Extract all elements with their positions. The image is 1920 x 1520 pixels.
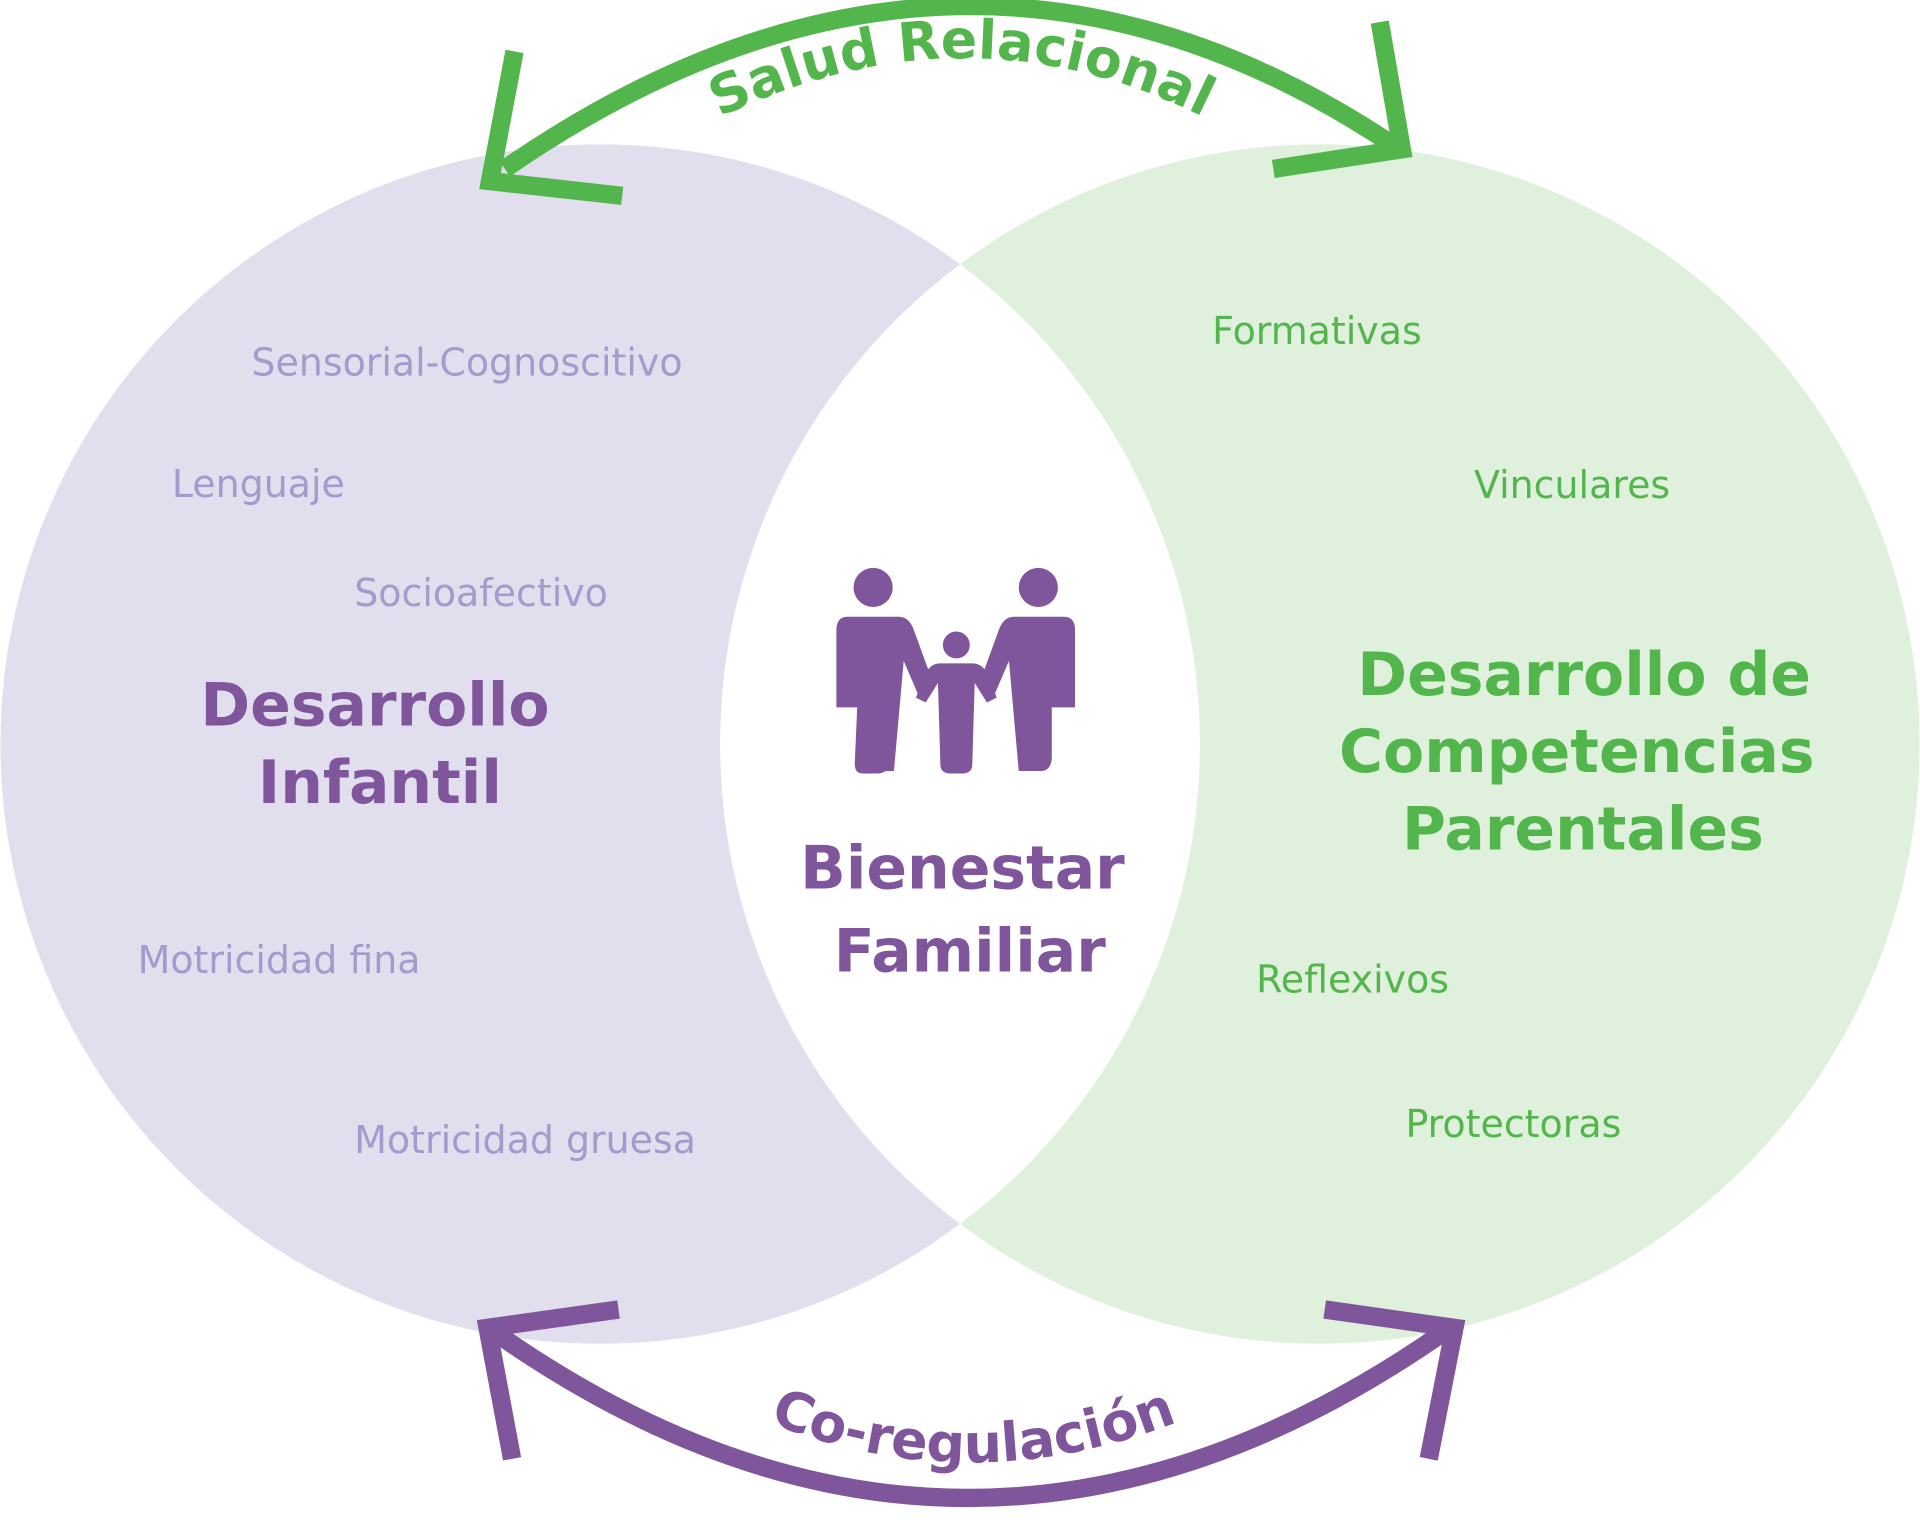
right-item: Formativas — [1212, 309, 1422, 353]
left-item: Motricidad gruesa — [354, 1118, 696, 1162]
left-item: Socioafectivo — [354, 571, 608, 615]
left-item: Motricidad fina — [138, 938, 421, 982]
salud-relacional-arrow — [479, 0, 1413, 205]
left-title-line2: Infantil — [258, 748, 502, 818]
right-item: Protectoras — [1405, 1102, 1621, 1146]
right-item: Reflexivos — [1256, 958, 1449, 1002]
left-item: Lenguaje — [172, 462, 345, 506]
right-title-line1: Desarrollo de — [1357, 640, 1811, 710]
co-regulacion-arrow — [476, 1300, 1466, 1508]
right-title-line2: Competencias — [1339, 717, 1814, 787]
center-overlap — [720, 144, 1200, 1344]
center-title-line2: Familiar — [834, 917, 1106, 987]
family-icon — [836, 567, 1076, 774]
co-regulacion-label: Co-regulación — [764, 1375, 1182, 1476]
right-title-line3: Parentales — [1402, 794, 1764, 864]
center-title-line1: Bienestar — [800, 834, 1125, 904]
left-item: Sensorial-Cognoscitivo — [251, 341, 682, 385]
left-title-line1: Desarrollo — [200, 671, 549, 741]
right-item: Vinculares — [1474, 463, 1670, 507]
